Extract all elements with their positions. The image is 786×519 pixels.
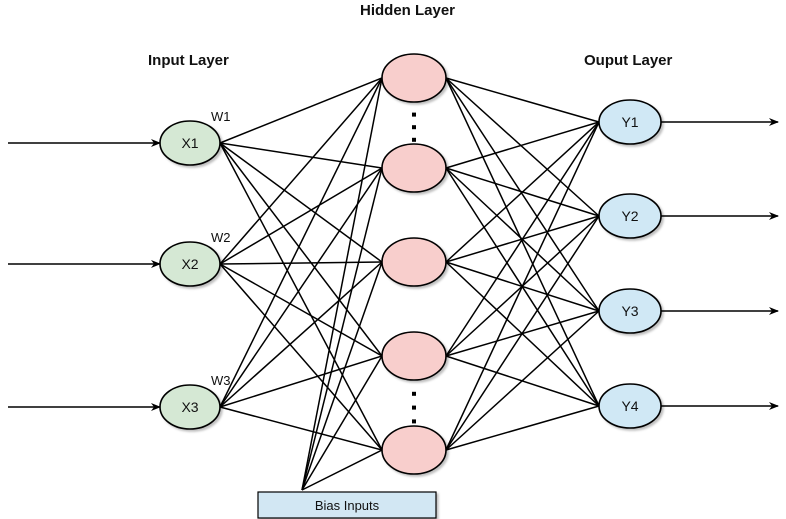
edge-bias-hidden-2 xyxy=(301,167,383,491)
output-node-circle xyxy=(598,193,662,239)
ellipsis-dot xyxy=(412,405,416,410)
input-node-x3: X3 W3 xyxy=(159,373,231,430)
hidden-node-5 xyxy=(381,425,447,475)
edge-hidden-2-output-1 xyxy=(445,121,600,169)
edge-bias-hidden-3 xyxy=(301,261,383,491)
output-node-label: Y4 xyxy=(621,398,638,414)
output-node-y2: Y2 xyxy=(598,193,662,239)
edge-hidden-4-output-1 xyxy=(445,121,600,357)
input-node-label: X2 xyxy=(181,256,198,272)
edge-hidden-1-output-1 xyxy=(445,77,600,123)
edge-input-1-hidden-2 xyxy=(219,142,383,169)
edge-input-2-hidden-5 xyxy=(219,263,383,451)
ellipsis-dot xyxy=(412,125,416,130)
io-arrows xyxy=(8,118,779,411)
weight-label: W1 xyxy=(211,109,231,124)
input-node-circle xyxy=(159,384,221,430)
edge-input-1-hidden-5 xyxy=(219,142,383,451)
output-node-label: Y2 xyxy=(621,208,638,224)
edge-bias-hidden-4 xyxy=(301,355,383,491)
edge-bias-hidden-5 xyxy=(301,449,383,491)
weight-label: W3 xyxy=(211,373,231,388)
ellipsis-dots xyxy=(412,112,416,424)
edge-input-1-hidden-3 xyxy=(219,142,383,263)
edge-hidden-1-output-3 xyxy=(445,77,600,312)
ellipsis-dot xyxy=(412,419,416,424)
input-node-label: X3 xyxy=(181,399,198,415)
output-layer-title: Ouput Layer xyxy=(584,52,673,69)
output-node-label: Y1 xyxy=(621,114,638,130)
edge-input-3-hidden-1 xyxy=(219,77,383,408)
edge-hidden-1-output-2 xyxy=(445,77,600,217)
output-node-label: Y3 xyxy=(621,303,638,319)
bias-inputs-box: Bias Inputs xyxy=(257,491,437,519)
hidden-layer-title: Hidden Layer xyxy=(360,2,455,19)
ellipsis-dot xyxy=(412,391,416,396)
input-node-label: X1 xyxy=(181,135,198,151)
hidden-node-3 xyxy=(381,237,447,287)
edge-hidden-3-output-1 xyxy=(445,121,600,263)
edge-input-2-hidden-2 xyxy=(219,167,383,265)
edge-input-3-hidden-4 xyxy=(219,355,383,408)
edge-input-3-hidden-2 xyxy=(219,167,383,408)
edge-hidden-1-output-4 xyxy=(445,77,600,407)
output-node-y3: Y3 xyxy=(598,288,662,334)
connection-edges xyxy=(219,77,600,491)
edge-input-1-hidden-1 xyxy=(219,77,383,144)
input-layer-title: Input Layer xyxy=(148,52,229,69)
input-node-circle xyxy=(159,120,221,166)
edge-input-2-hidden-1 xyxy=(219,77,383,265)
bias-inputs-label: Bias Inputs xyxy=(315,498,380,513)
edge-bias-hidden-1 xyxy=(301,77,383,491)
ellipsis-dot xyxy=(412,137,416,142)
output-node-y1: Y1 xyxy=(598,99,662,145)
hidden-node-1 xyxy=(381,53,447,103)
output-node-circle xyxy=(598,383,662,429)
input-node-circle xyxy=(159,241,221,287)
hidden-node-2 xyxy=(381,143,447,193)
output-node-y4: Y4 xyxy=(598,383,662,429)
edge-hidden-5-output-2 xyxy=(445,215,600,451)
edge-input-3-hidden-3 xyxy=(219,261,383,408)
edge-input-1-hidden-4 xyxy=(219,142,383,357)
input-node-x1: X1 W1 xyxy=(159,109,231,166)
weight-label: W2 xyxy=(211,230,231,245)
edge-hidden-5-output-4 xyxy=(445,405,600,451)
input-node-x2: X2 W2 xyxy=(159,230,231,287)
output-node-circle xyxy=(598,288,662,334)
edge-input-2-hidden-4 xyxy=(219,263,383,357)
hidden-node-4 xyxy=(381,331,447,381)
edge-input-3-hidden-5 xyxy=(219,406,383,451)
edge-hidden-5-output-1 xyxy=(445,121,600,451)
edge-hidden-5-output-3 xyxy=(445,310,600,451)
output-node-circle xyxy=(598,99,662,145)
edge-input-2-hidden-3 xyxy=(219,261,383,265)
ellipsis-dot xyxy=(412,112,416,117)
